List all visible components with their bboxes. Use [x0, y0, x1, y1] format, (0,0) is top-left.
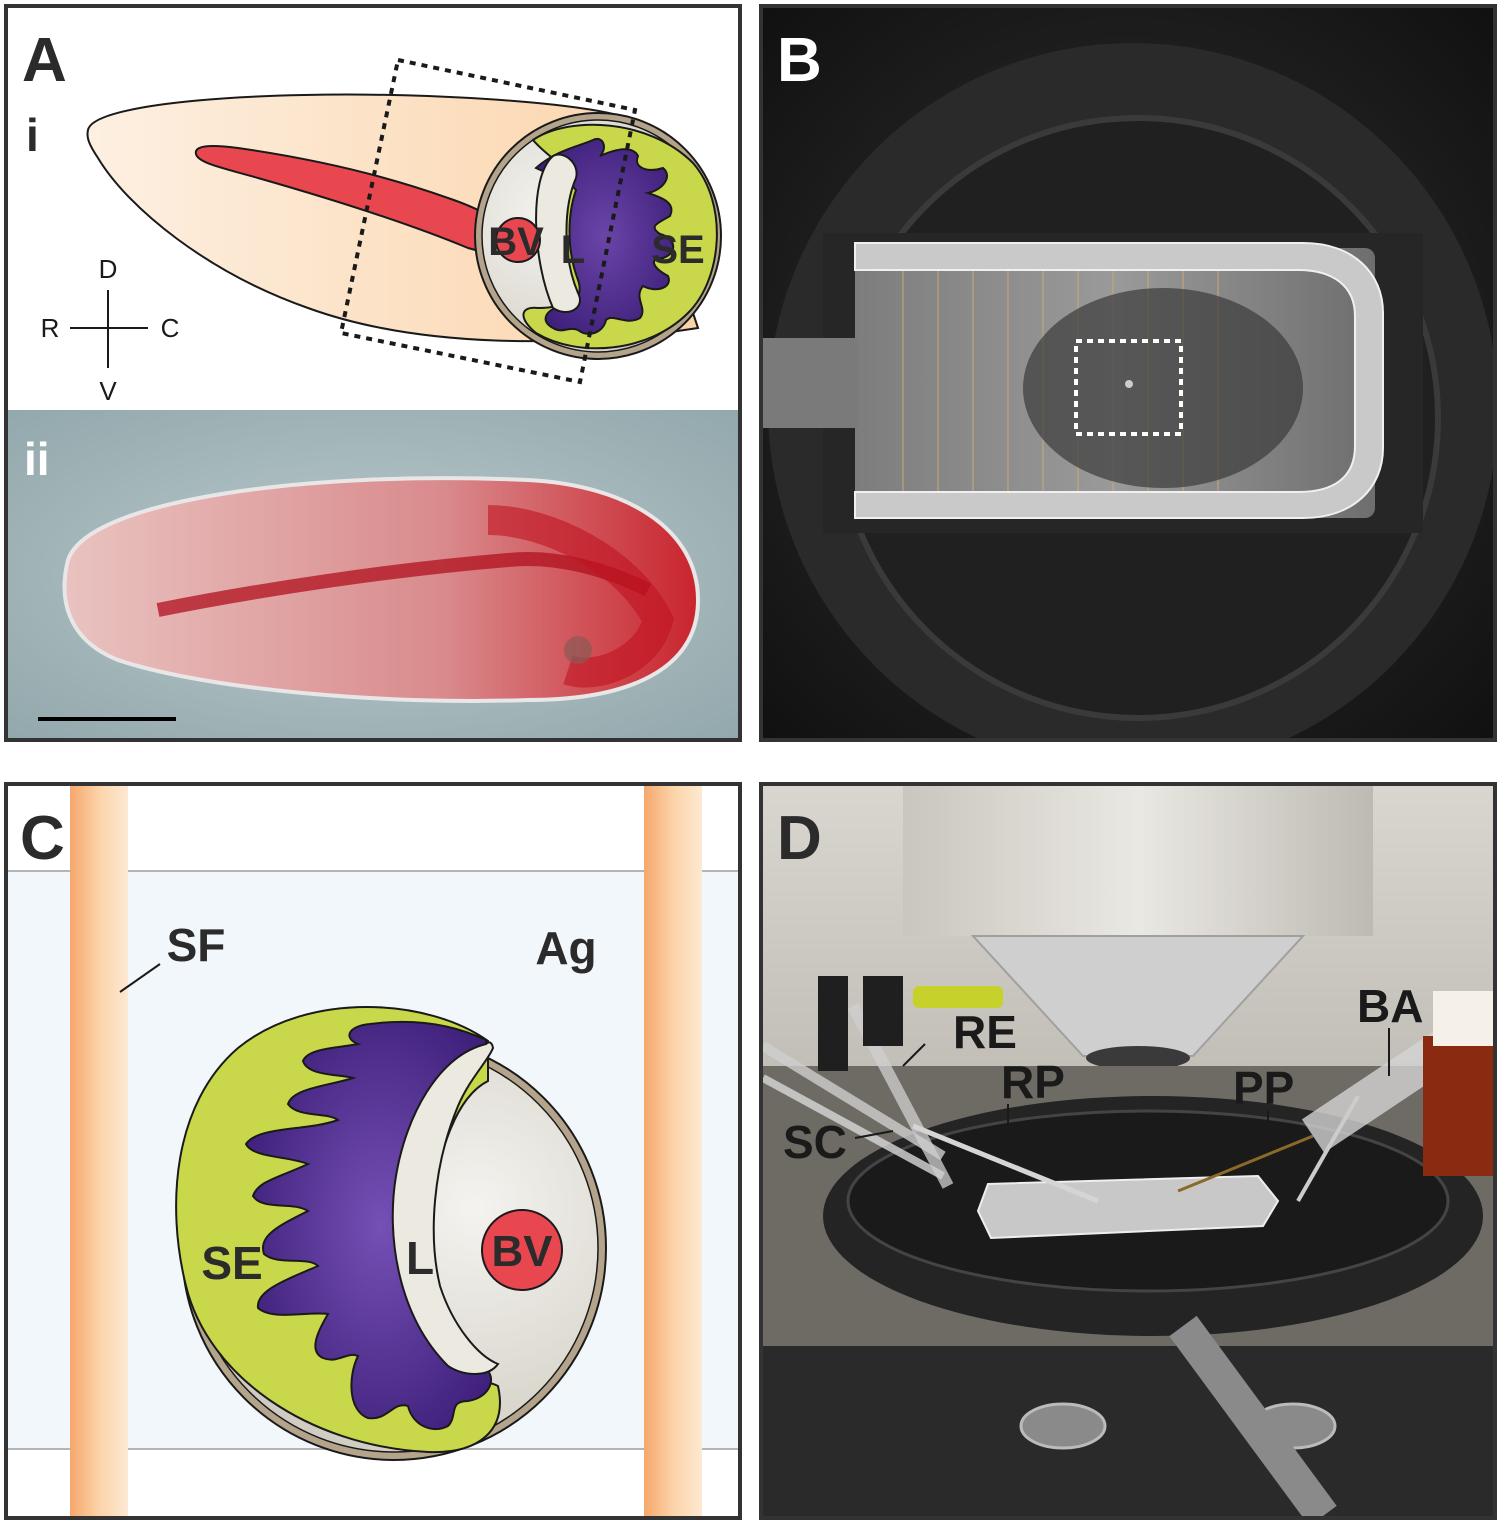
label-re: RE	[953, 1006, 1017, 1058]
label-bv-c: BV	[491, 1227, 553, 1276]
bv-circle-c	[481, 1209, 563, 1291]
support-fiber-right	[644, 786, 702, 1516]
label-rp: RP	[1001, 1056, 1065, 1108]
compass-caudal: C	[161, 313, 180, 343]
re-leader-line	[902, 1043, 926, 1067]
panel-b: B	[759, 4, 1497, 742]
panel-d: RE RP PP BA SC D	[759, 782, 1497, 1520]
panel-c: SF Ag BV L SE C	[4, 782, 742, 1520]
compass-dorsal: D	[99, 254, 118, 284]
panel-c-schematic: SF Ag BV L SE	[8, 786, 738, 1516]
compass-ventral: V	[99, 376, 117, 406]
dotted-selection-box	[338, 57, 638, 385]
label-bv-a: BV	[488, 220, 544, 264]
panel-letter-b: B	[777, 26, 822, 95]
panel-letter-c: C	[20, 804, 65, 873]
sensory-epithelium-c	[244, 1020, 493, 1431]
sc-leader-line	[854, 1130, 894, 1139]
label-l-c: L	[406, 1232, 434, 1284]
panel-b-photo	[763, 8, 1493, 738]
compass-rostral: R	[41, 313, 60, 343]
panel-letter-a: A	[22, 26, 67, 95]
sf-leader-line	[119, 963, 161, 993]
panel-a-schematic: BV L SE D V R C	[41, 57, 722, 406]
panel-letter-d: D	[777, 804, 822, 873]
label-ba: BA	[1357, 980, 1423, 1032]
support-fiber-left	[70, 786, 128, 1516]
label-pp: PP	[1233, 1062, 1294, 1114]
label-se-c: SE	[201, 1237, 262, 1289]
label-se-a: SE	[651, 228, 704, 272]
label-sf: SF	[167, 919, 226, 971]
bv-circle-a	[495, 217, 541, 263]
lumen-c	[391, 1041, 500, 1375]
label-ag: Ag	[535, 922, 596, 974]
label-l-a: L	[561, 228, 585, 272]
label-sc: SC	[783, 1116, 847, 1168]
panel-a: BV L SE D V R C	[4, 4, 742, 742]
sub-label-i: i	[26, 109, 39, 161]
compass-rose: D V R C	[41, 254, 180, 406]
panel-d-photo: RE RP PP BA SC	[763, 786, 1493, 1516]
panel-a-photo	[8, 410, 738, 738]
sub-label-ii: ii	[24, 433, 50, 485]
